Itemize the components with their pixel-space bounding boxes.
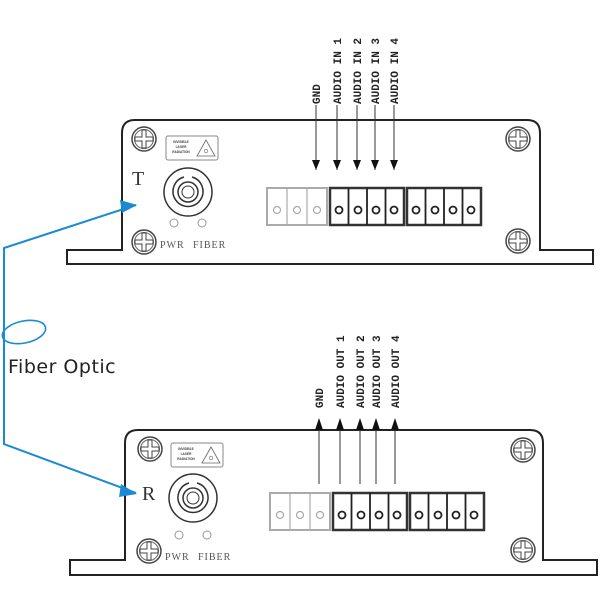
- terminal-label: GND: [315, 388, 327, 408]
- fiber-loop-icon: [1, 319, 47, 345]
- terminal-block-spare[interactable]: [408, 491, 486, 532]
- terminal-block-audio-in[interactable]: [328, 186, 406, 227]
- svg-text:LASER: LASER: [181, 452, 193, 456]
- terminal-label: AUDIO IN 1: [333, 38, 345, 104]
- svg-text:RADIATION: RADIATION: [172, 150, 190, 154]
- svg-text:INVISIBLE: INVISIBLE: [178, 447, 194, 451]
- fiber-port[interactable]: [168, 473, 218, 523]
- screw-icon: [505, 126, 531, 152]
- arrow-to-transmitter-icon: [120, 200, 137, 213]
- pwr-led: [169, 218, 179, 228]
- svg-text:RADIATION: RADIATION: [177, 457, 195, 461]
- terminal-block-gnd[interactable]: [269, 492, 331, 531]
- receiver-housing: [69, 429, 598, 576]
- laser-warning-label: INVISIBLE LASER RADIATION: [170, 442, 224, 468]
- fiber-led: [202, 530, 212, 540]
- fiber-optic-link: Fiber Optic: [1, 200, 137, 497]
- screw-icon: [510, 437, 536, 463]
- screw-icon: [505, 228, 531, 254]
- output-signal-arrows: [315, 418, 399, 484]
- receiver-unit: R INVISIBLE LASER RADIATION PWR FIBER: [69, 335, 598, 576]
- terminal-label: AUDIO IN 2: [353, 38, 365, 104]
- laser-warning-label: INVISIBLE LASER RADIATION: [165, 135, 219, 161]
- fiber-led: [197, 218, 207, 228]
- terminal-block-spare[interactable]: [405, 186, 483, 227]
- terminal-label: GND: [312, 84, 324, 104]
- transmitter-unit: T INVISIBLE LASER RADIATION PWR FIBER: [66, 38, 594, 265]
- transmitter-housing: [66, 119, 594, 265]
- fiber-cable: [3, 204, 137, 494]
- fiber-label: FIBER: [198, 552, 231, 563]
- fiber-label: FIBER: [193, 240, 226, 251]
- terminal-label: AUDIO OUT 3: [372, 335, 384, 408]
- svg-text:LASER: LASER: [176, 145, 188, 149]
- terminal-label: AUDIO OUT 1: [336, 335, 348, 408]
- svg-text:INVISIBLE: INVISIBLE: [173, 140, 189, 144]
- laser-hazard-icon: [201, 446, 221, 464]
- input-signal-arrows: [312, 105, 398, 170]
- fiber-optic-label: Fiber Optic: [8, 356, 116, 378]
- screw-icon: [131, 229, 157, 255]
- screw-icon: [137, 436, 163, 462]
- screw-icon: [136, 538, 162, 564]
- terminal-label: AUDIO OUT 4: [391, 335, 403, 408]
- laser-hazard-icon: [196, 139, 216, 157]
- pwr-led: [174, 530, 184, 540]
- terminal-block-audio-out[interactable]: [331, 491, 409, 532]
- unit-letter-t: T: [132, 168, 144, 190]
- screw-icon: [510, 537, 536, 563]
- terminal-label: AUDIO IN 3: [371, 38, 383, 104]
- terminal-label: AUDIO OUT 2: [356, 335, 368, 408]
- screw-icon: [131, 126, 157, 152]
- fiber-port[interactable]: [163, 167, 213, 217]
- unit-letter-r: R: [142, 483, 156, 505]
- pwr-label: PWR: [165, 552, 190, 563]
- arrow-to-receiver-icon: [119, 484, 137, 497]
- terminal-block-gnd[interactable]: [266, 187, 328, 226]
- pwr-label: PWR: [160, 240, 185, 251]
- terminal-label: AUDIO IN 4: [390, 38, 402, 104]
